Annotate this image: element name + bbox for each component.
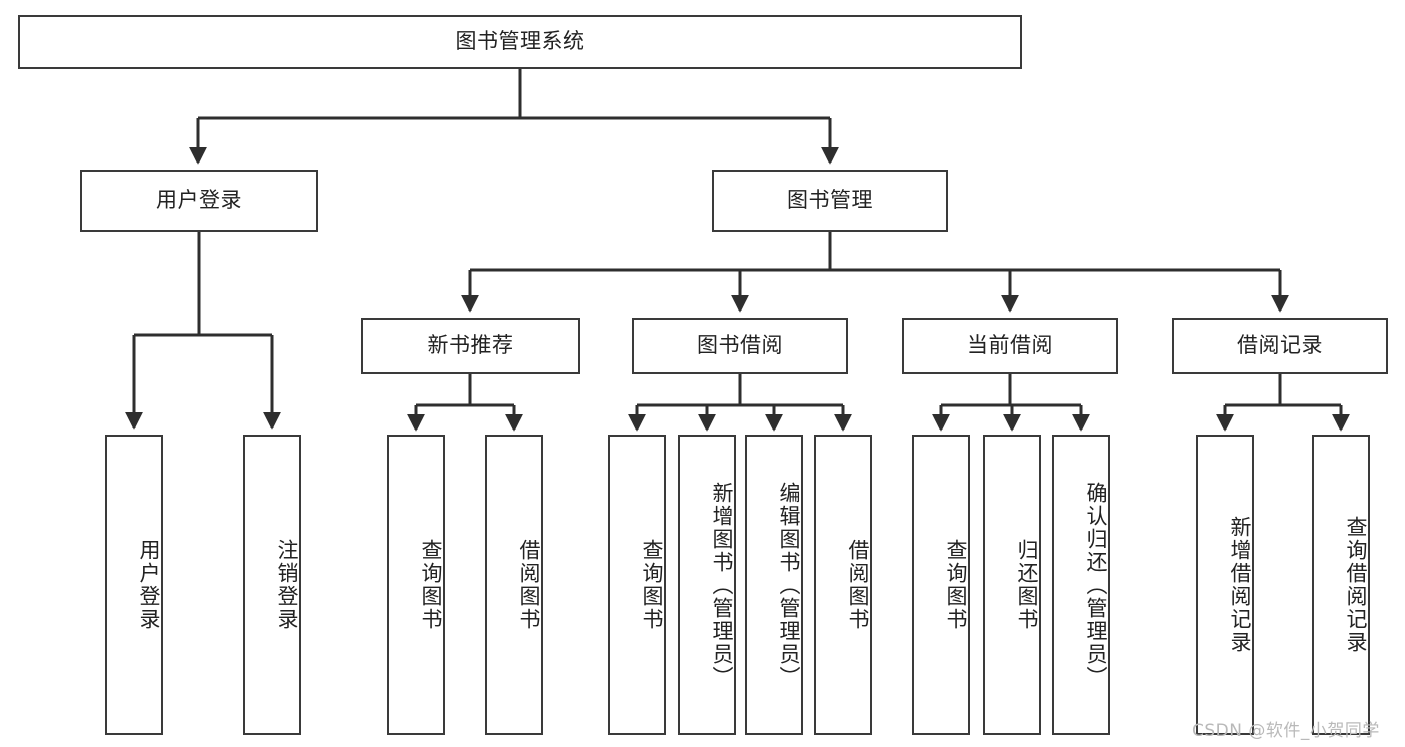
csdn-watermark: CSDN @软件_小贺同学: [1192, 721, 1380, 741]
node-leaf-query-book-3[interactable]: 查询图书: [912, 435, 970, 735]
node-book-manage-label: 图书管理: [787, 188, 873, 213]
node-leaf-user-login[interactable]: 用户登录: [105, 435, 163, 735]
node-leaf-query-book-1-label: 查询图书: [419, 539, 443, 631]
node-book-borrow[interactable]: 图书借阅: [632, 318, 848, 374]
node-leaf-add-book[interactable]: 新增图书（管理员）: [678, 435, 736, 735]
node-current-borrow[interactable]: 当前借阅: [902, 318, 1118, 374]
node-book-manage[interactable]: 图书管理: [712, 170, 948, 232]
node-leaf-user-login-label: 用户登录: [137, 539, 161, 631]
node-leaf-return-book[interactable]: 归还图书: [983, 435, 1041, 735]
node-borrow-record-label: 借阅记录: [1237, 333, 1323, 358]
node-leaf-borrow-book-1[interactable]: 借阅图书: [485, 435, 543, 735]
node-borrow-record[interactable]: 借阅记录: [1172, 318, 1388, 374]
node-leaf-confirm-return-label: 确认归还（管理员）: [1084, 481, 1108, 689]
node-root[interactable]: 图书管理系统: [18, 15, 1022, 69]
node-leaf-borrow-book-2-label: 借阅图书: [846, 539, 870, 631]
node-leaf-borrow-book-1-label: 借阅图书: [517, 539, 541, 631]
node-user-login[interactable]: 用户登录: [80, 170, 318, 232]
node-user-login-label: 用户登录: [156, 188, 242, 213]
node-current-borrow-label: 当前借阅: [967, 333, 1053, 358]
node-new-book-rec[interactable]: 新书推荐: [361, 318, 580, 374]
node-leaf-add-book-label: 新增图书（管理员）: [710, 481, 734, 689]
node-leaf-confirm-return[interactable]: 确认归还（管理员）: [1052, 435, 1110, 735]
node-leaf-edit-book-label: 编辑图书（管理员）: [777, 481, 801, 689]
node-leaf-query-book-3-label: 查询图书: [944, 539, 968, 631]
node-leaf-add-record[interactable]: 新增借阅记录: [1196, 435, 1254, 735]
node-new-book-rec-label: 新书推荐: [427, 333, 514, 358]
node-root-label: 图书管理系统: [455, 29, 585, 54]
node-leaf-borrow-book-2[interactable]: 借阅图书: [814, 435, 872, 735]
node-leaf-query-record[interactable]: 查询借阅记录: [1312, 435, 1370, 735]
node-leaf-add-record-label: 新增借阅记录: [1228, 516, 1252, 654]
node-book-borrow-label: 图书借阅: [697, 333, 783, 358]
node-leaf-user-logout-label: 注销登录: [275, 539, 299, 631]
node-leaf-edit-book[interactable]: 编辑图书（管理员）: [745, 435, 803, 735]
node-leaf-return-book-label: 归还图书: [1015, 539, 1039, 631]
node-leaf-query-record-label: 查询借阅记录: [1344, 516, 1368, 654]
node-leaf-query-book-2[interactable]: 查询图书: [608, 435, 666, 735]
node-leaf-query-book-2-label: 查询图书: [640, 539, 664, 631]
node-leaf-query-book-1[interactable]: 查询图书: [387, 435, 445, 735]
node-leaf-user-logout[interactable]: 注销登录: [243, 435, 301, 735]
